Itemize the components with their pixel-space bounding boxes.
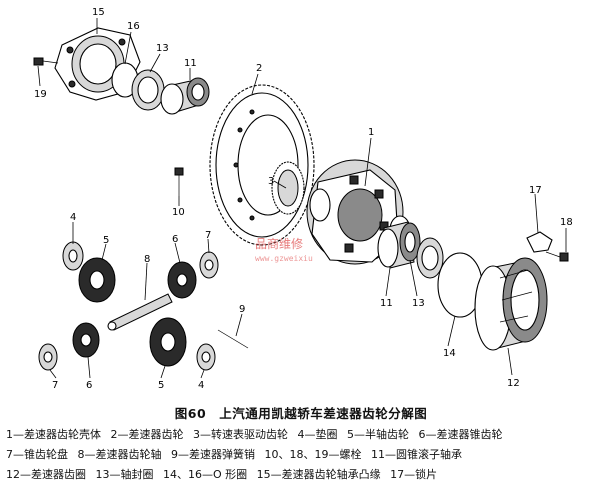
differential-ring-part-12	[474, 257, 548, 351]
bolt-part-18	[545, 251, 569, 262]
exploded-view-diagram: 品商维修 www.gzweixiu 15 16 13 11 19	[33, 7, 573, 391]
legend-item: 7—锥齿轮盘	[6, 448, 68, 461]
bearing-flange-part-15	[54, 27, 141, 101]
label-13-upper: 13	[156, 43, 169, 54]
label-14: 14	[443, 348, 456, 359]
bolt-part-19	[33, 57, 59, 66]
legend-item: 9—差速器弹簧销	[171, 448, 255, 461]
label-1: 1	[368, 127, 374, 138]
part-number-labels: 15 16 13 11 19 2 1 3 10 17 18 4 5 6 7 8 …	[34, 7, 573, 391]
legend-item: 10、18、19—螺栓	[264, 448, 362, 461]
roller-bearing-part-11-upper	[160, 77, 210, 115]
bevel-gear-part-6-lower	[72, 322, 100, 358]
label-16: 16	[127, 21, 140, 32]
watermark-url: www.gzweixiu	[255, 254, 313, 263]
legend-item: 5—半轴齿轮	[347, 428, 409, 441]
side-gear-part-5-lower	[149, 317, 187, 367]
label-6-lower: 6	[86, 380, 92, 391]
speedometer-drive-gear-part-3	[271, 161, 305, 215]
label-8: 8	[144, 254, 150, 265]
label-4-lower: 4	[198, 380, 204, 391]
legend-item: 6—差速器锥齿轮	[418, 428, 503, 441]
bevel-gear-part-6-upper	[167, 261, 197, 299]
label-7-upper: 7	[205, 230, 211, 241]
shaft-seal-part-13-lower	[416, 237, 444, 279]
label-5-lower: 5	[158, 380, 164, 391]
roller-bearing-part-11-lower	[377, 221, 421, 269]
thrust-plate-part-7-upper	[199, 251, 219, 279]
label-15: 15	[92, 7, 105, 18]
label-5-upper: 5	[103, 235, 109, 246]
watermark-text: 品商维修	[255, 236, 303, 251]
label-3: 3	[268, 176, 274, 187]
label-2: 2	[256, 63, 262, 74]
label-18: 18	[560, 217, 573, 228]
lock-plate-part-17	[526, 231, 553, 253]
side-gear-part-5-upper	[78, 257, 116, 303]
label-7-lower: 7	[52, 380, 58, 391]
parts-legend: 1—差速器齿轮壳体 2—差速器齿轮 3—转速表驱动齿轮 4—垫圈 5—半轴齿轮 …	[6, 425, 598, 485]
legend-item: 2—差速器齿轮	[110, 428, 184, 441]
legend-item: 11—圆锥滚子轴承	[371, 448, 462, 461]
label-10: 10	[172, 207, 185, 218]
label-13-lower: 13	[412, 298, 425, 309]
legend-item: 15—差速器齿轮轴承凸缘	[256, 468, 381, 481]
legend-row: 12—差速器齿圈 13—轴封圈 14、16—O 形圈 15—差速器齿轮轴承凸缘 …	[6, 465, 598, 485]
spring-pin-part-9	[217, 329, 249, 349]
legend-item: 17—锁片	[390, 468, 438, 481]
legend-row: 7—锥齿轮盘 8—差速器齿轮轴 9—差速器弹簧销 10、18、19—螺栓 11—…	[6, 445, 598, 465]
label-11-upper: 11	[184, 58, 197, 69]
label-17: 17	[529, 185, 542, 196]
label-11-lower: 11	[380, 298, 393, 309]
label-6-upper: 6	[172, 234, 178, 245]
legend-item: 3—转速表驱动齿轮	[193, 428, 288, 441]
legend-item: 12—差速器齿圈	[6, 468, 86, 481]
washer-part-4-lower	[196, 343, 216, 371]
leader-lines	[37, 18, 567, 379]
legend-item: 8—差速器齿轮轴	[77, 448, 162, 461]
label-4-upper: 4	[70, 212, 76, 223]
gear-shaft-part-8	[107, 293, 173, 331]
legend-item: 4—垫圈	[297, 428, 338, 441]
legend-row: 1—差速器齿轮壳体 2—差速器齿轮 3—转速表驱动齿轮 4—垫圈 5—半轴齿轮 …	[6, 425, 598, 445]
label-19: 19	[34, 89, 47, 100]
legend-item: 14、16—O 形圈	[163, 468, 248, 481]
bolt-part-10	[174, 167, 184, 196]
shaft-seal-part-13	[131, 69, 165, 111]
legend-item: 13—轴封圈	[95, 468, 154, 481]
differential-gear-part-2	[209, 84, 315, 246]
label-9: 9	[239, 304, 245, 315]
thrust-plate-part-7-lower	[38, 343, 58, 371]
label-12: 12	[507, 378, 520, 389]
figure-caption: 图60 上汽通用凯越轿车差速器齿轮分解图	[174, 406, 428, 421]
legend-item: 1—差速器齿轮壳体	[6, 428, 101, 441]
washer-part-4-upper	[62, 241, 84, 271]
